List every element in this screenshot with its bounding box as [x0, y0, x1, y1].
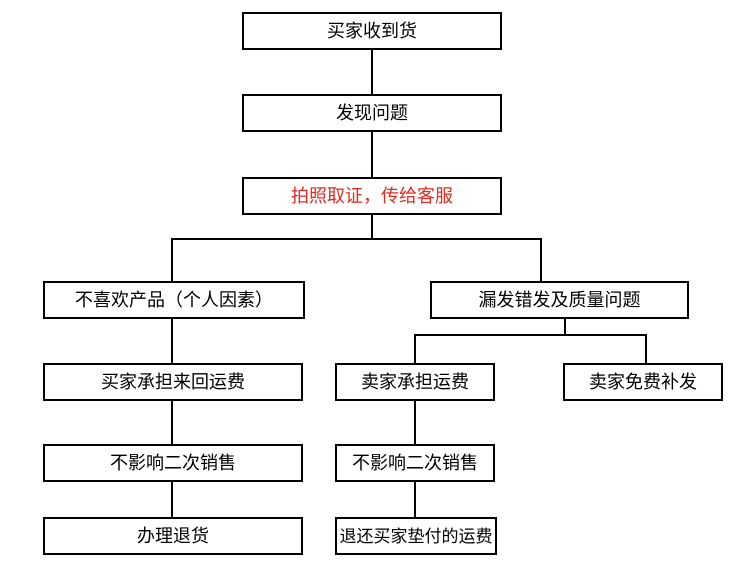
connector-branch-line [414, 334, 647, 336]
connector-line [540, 238, 542, 282]
connector-line [171, 399, 173, 445]
node-wrong-or-quality: 漏发错发及质量问题 [430, 281, 689, 319]
node-seller-pays-shipping: 卖家承担运费 [335, 363, 495, 401]
connector-line [564, 318, 566, 336]
connector-line [414, 399, 416, 445]
node-resale-ok-left: 不影响二次销售 [43, 444, 303, 482]
connector-line [414, 334, 416, 364]
connector-line [171, 481, 173, 518]
node-buyer-receives: 买家收到货 [242, 12, 502, 50]
node-refund-advanced-shipping: 退还买家垫付的运费 [335, 517, 497, 555]
node-process-return: 办理退货 [43, 517, 303, 555]
node-find-problem: 发现问题 [242, 94, 502, 132]
node-buyer-pays-roundtrip: 买家承担来回运费 [43, 363, 303, 401]
node-resale-ok-mid: 不影响二次销售 [335, 444, 495, 482]
connector-line [371, 48, 373, 95]
connector-line [371, 214, 373, 240]
node-photo-evidence: 拍照取证，传给客服 [242, 177, 502, 215]
node-dislike-product: 不喜欢产品（个人因素） [43, 281, 305, 319]
node-seller-free-reship: 卖家免费补发 [563, 363, 723, 401]
connector-line [645, 334, 647, 364]
connector-line [414, 481, 416, 518]
connector-line [171, 318, 173, 364]
connector-line [171, 238, 173, 282]
connector-branch-line [171, 238, 542, 240]
connector-line [371, 131, 373, 178]
